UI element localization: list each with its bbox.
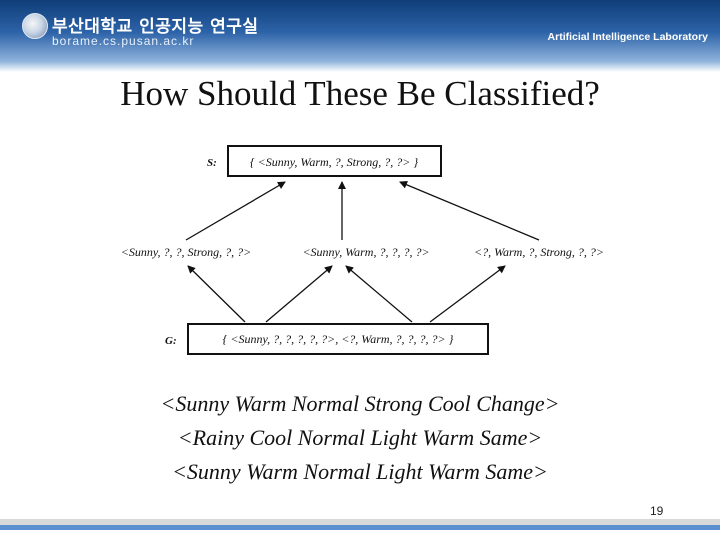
arrow-g-to-m3a <box>345 265 413 323</box>
g-boundary-box <box>187 323 489 355</box>
g-boundary-hypothesis: { <Sunny, ?, ?, ?, ?, ?>, <?, Warm, ?, ?… <box>223 332 454 346</box>
org-url: borame.cs.pusan.ac.kr <box>52 34 195 48</box>
arrow-g-to-m1 <box>187 265 246 323</box>
lab-name: Artificial Intelligence Laboratory <box>547 31 708 43</box>
middle-hypothesis-3: <?, Warm, ?, Strong, ?, ?> <box>474 245 604 259</box>
instance-2: <Rainy Cool Normal Light Warm Same> <box>177 425 543 450</box>
arrow-m3-to-s <box>399 181 540 241</box>
arrow-g-to-m2 <box>265 265 333 323</box>
slide-title: How Should These Be Classified? <box>120 74 600 113</box>
instance-3: <Sunny Warm Normal Light Warm Same> <box>172 459 548 484</box>
s-boundary-hypothesis: { <Sunny, Warm, ?, Strong, ?, ?> } <box>250 155 418 169</box>
new-instances-list: <Sunny Warm Normal Strong Cool Change> <… <box>0 388 720 490</box>
page-number: 19 <box>650 504 664 518</box>
g-boundary-label: G: <box>165 335 177 347</box>
footer-bar <box>0 519 720 530</box>
instance-1: <Sunny Warm Normal Strong Cool Change> <box>160 391 560 416</box>
middle-hypothesis-1: <Sunny, ?, ?, Strong, ?, ?> <box>121 245 251 259</box>
arrow-g-to-m3b <box>429 265 506 323</box>
middle-hypothesis-2: <Sunny, Warm, ?, ?, ?, ?> <box>302 245 429 259</box>
arrow-m1-to-s <box>185 181 286 241</box>
university-logo <box>22 13 48 39</box>
org-name-korean: 부산대학교 인공지능 연구실 <box>52 17 259 37</box>
s-boundary-box <box>227 145 442 177</box>
slide-header: 부산대학교 인공지능 연구실 borame.cs.pusan.ac.kr Art… <box>0 0 720 72</box>
s-boundary-label: S: <box>207 157 217 169</box>
footer-accent-bar <box>0 525 720 530</box>
